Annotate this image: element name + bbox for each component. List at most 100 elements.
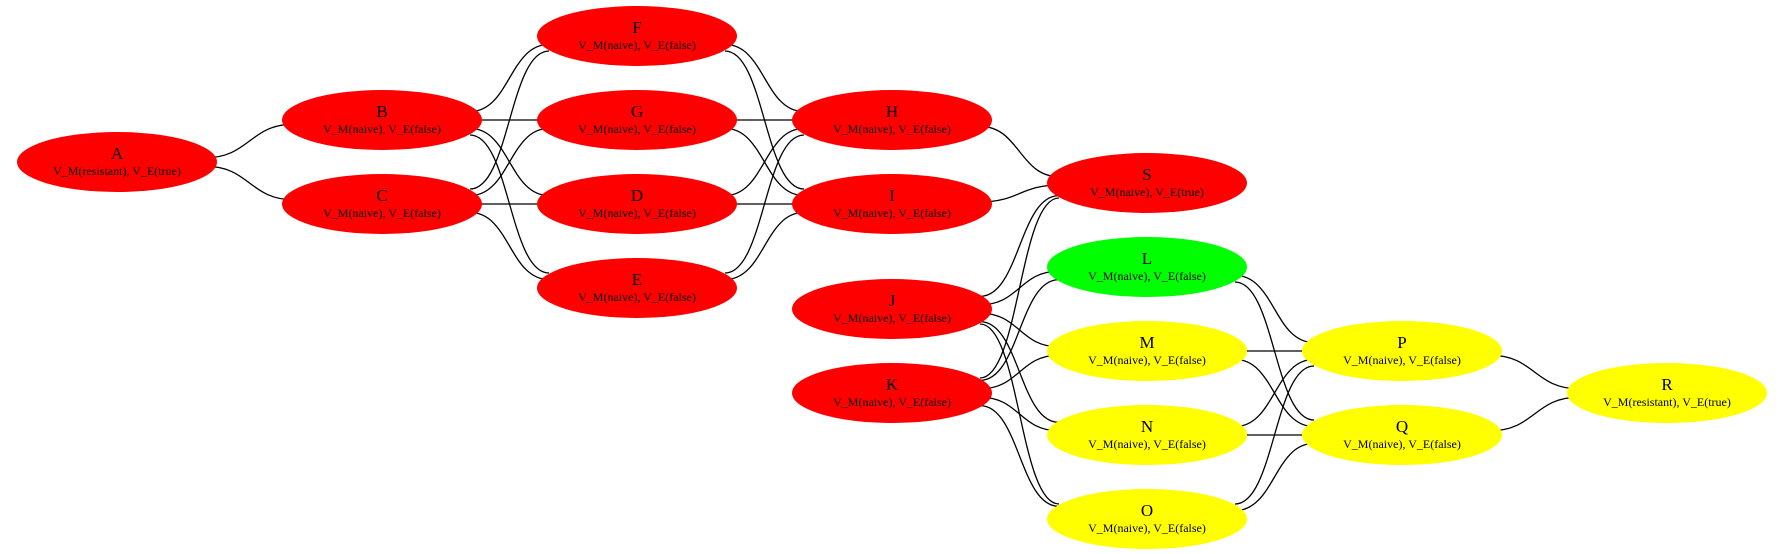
node-label: J	[889, 291, 896, 310]
node-sublabel: V_M(naive), V_E(false)	[578, 122, 696, 136]
node-shape	[792, 279, 992, 339]
edge-c-e	[469, 211, 550, 281]
node-n: NV_M(naive), V_E(false)	[1047, 405, 1247, 465]
node-label: A	[111, 144, 124, 163]
edge-a-b	[204, 123, 295, 159]
edge-q-r	[1489, 396, 1580, 432]
node-label: D	[631, 186, 643, 205]
node-sublabel: V_M(naive), V_E(false)	[578, 290, 696, 304]
edge-e-h	[724, 134, 805, 274]
node-shape	[1567, 363, 1767, 423]
node-shape	[1047, 153, 1247, 213]
node-label: P	[1397, 333, 1406, 352]
edge-o-q	[1234, 442, 1315, 512]
node-a: AV_M(resistant), V_E(true)	[17, 132, 217, 192]
node-c: CV_M(naive), V_E(false)	[282, 174, 482, 234]
edge-d-h	[724, 127, 805, 197]
node-sublabel: V_M(naive), V_E(false)	[1088, 269, 1206, 283]
node-label: G	[631, 102, 643, 121]
node-sublabel: V_M(naive), V_E(false)	[323, 206, 441, 220]
node-shape	[537, 174, 737, 234]
node-shape	[537, 258, 737, 318]
node-shape	[1047, 237, 1247, 297]
node-sublabel: V_M(naive), V_E(false)	[1088, 521, 1206, 535]
node-sublabel: V_M(naive), V_E(false)	[833, 395, 951, 409]
edge-a-c	[204, 165, 295, 201]
node-label: N	[1141, 417, 1153, 436]
node-sublabel: V_M(naive), V_E(true)	[1090, 185, 1204, 199]
node-label: O	[1141, 501, 1153, 520]
edge-k-m	[979, 354, 1060, 390]
node-label: M	[1139, 333, 1154, 352]
node-m: MV_M(naive), V_E(false)	[1047, 321, 1247, 381]
node-shape	[1302, 321, 1502, 381]
node-sublabel: V_M(naive), V_E(false)	[323, 122, 441, 136]
node-b: BV_M(naive), V_E(false)	[282, 90, 482, 150]
node-sublabel: V_M(naive), V_E(false)	[833, 122, 951, 136]
node-shape	[1047, 489, 1247, 549]
node-sublabel: V_M(naive), V_E(false)	[833, 206, 951, 220]
edge-l-p	[1234, 274, 1315, 344]
node-shape	[537, 6, 737, 66]
node-label: K	[886, 375, 899, 394]
node-h: HV_M(naive), V_E(false)	[792, 90, 992, 150]
node-label: I	[889, 186, 895, 205]
node-shape	[1047, 405, 1247, 465]
node-label: L	[1142, 249, 1152, 268]
node-k: KV_M(naive), V_E(false)	[792, 363, 992, 423]
edge-n-p	[1234, 358, 1315, 428]
node-label: B	[376, 102, 387, 121]
node-g: GV_M(naive), V_E(false)	[537, 90, 737, 150]
node-label: E	[632, 270, 642, 289]
node-j: JV_M(naive), V_E(false)	[792, 279, 992, 339]
node-shape	[282, 90, 482, 150]
edge-c-f	[469, 50, 550, 190]
node-i: IV_M(naive), V_E(false)	[792, 174, 992, 234]
node-sublabel: V_M(naive), V_E(false)	[1088, 437, 1206, 451]
node-sublabel: V_M(naive), V_E(false)	[578, 206, 696, 220]
node-shape	[792, 174, 992, 234]
edge-p-r	[1489, 354, 1580, 390]
node-d: DV_M(naive), V_E(false)	[537, 174, 737, 234]
node-shape	[1047, 321, 1247, 381]
node-o: OV_M(naive), V_E(false)	[1047, 489, 1247, 549]
nodes-layer: AV_M(resistant), V_E(true)BV_M(naive), V…	[17, 6, 1767, 549]
edge-j-s	[979, 194, 1060, 298]
edges-layer	[204, 43, 1580, 512]
edge-h-s	[979, 125, 1060, 178]
node-shape	[792, 363, 992, 423]
node-label: R	[1661, 375, 1673, 394]
node-label: F	[632, 18, 641, 37]
node-label: Q	[1396, 417, 1408, 436]
edge-o-p	[1234, 365, 1315, 505]
node-shape	[17, 132, 217, 192]
node-shape	[1302, 405, 1502, 465]
node-sublabel: V_M(naive), V_E(false)	[1343, 353, 1461, 367]
node-label: C	[376, 186, 387, 205]
node-s: SV_M(naive), V_E(true)	[1047, 153, 1247, 213]
node-q: QV_M(naive), V_E(false)	[1302, 405, 1502, 465]
edge-c-g	[469, 127, 550, 197]
node-sublabel: V_M(naive), V_E(false)	[1088, 353, 1206, 367]
node-l: LV_M(naive), V_E(false)	[1047, 237, 1247, 297]
node-f: FV_M(naive), V_E(false)	[537, 6, 737, 66]
edge-k-o	[979, 404, 1060, 508]
node-shape	[282, 174, 482, 234]
node-sublabel: V_M(naive), V_E(false)	[833, 311, 951, 325]
node-label: S	[1142, 165, 1151, 184]
node-label: H	[886, 102, 898, 121]
edge-e-i	[724, 211, 805, 281]
node-sublabel: V_M(naive), V_E(false)	[1343, 437, 1461, 451]
node-sublabel: V_M(resistant), V_E(true)	[1603, 395, 1731, 409]
edge-b-f	[469, 43, 550, 113]
node-e: EV_M(naive), V_E(false)	[537, 258, 737, 318]
node-r: RV_M(resistant), V_E(true)	[1567, 363, 1767, 423]
edge-k-s	[979, 197, 1060, 379]
edge-k-l	[979, 278, 1060, 382]
edge-f-h	[724, 43, 805, 113]
node-sublabel: V_M(naive), V_E(false)	[578, 38, 696, 52]
node-shape	[792, 90, 992, 150]
node-sublabel: V_M(resistant), V_E(true)	[53, 164, 181, 178]
node-shape	[537, 90, 737, 150]
